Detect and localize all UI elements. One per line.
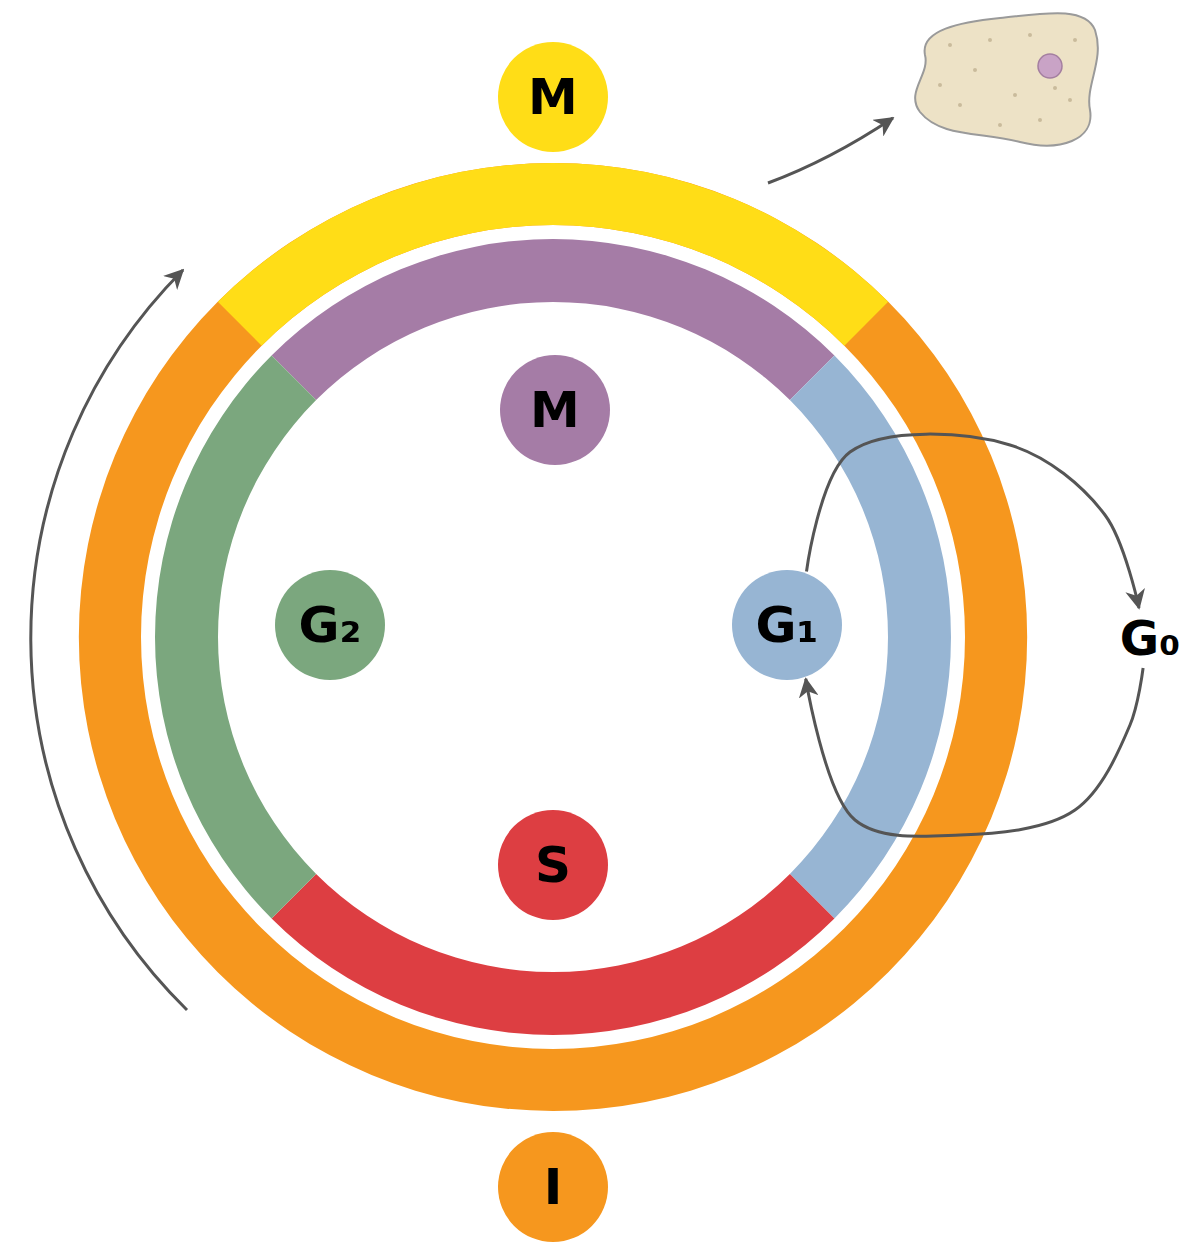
interphase-band [79, 163, 1027, 1111]
transition-arrow [807, 434, 1140, 608]
phase-name: G₀ [1120, 614, 1180, 662]
phase-rings [79, 163, 1027, 1111]
phase-name: M [528, 72, 578, 122]
phase-circle: M [500, 355, 610, 465]
phase-name: I [544, 1162, 563, 1212]
phase-circle: G₁ [732, 570, 842, 680]
transition-arrow [806, 668, 1143, 836]
cell-granules [938, 33, 1077, 127]
phase-name: G₂ [299, 600, 362, 650]
cell-outline [915, 13, 1098, 145]
phase-circle: G₂ [275, 570, 385, 680]
phase-circle: S [498, 810, 608, 920]
phase-circle: I [498, 1132, 608, 1242]
phase-circle: M [498, 42, 608, 152]
g0-label: G₀ [1116, 610, 1184, 666]
phase-name: G₁ [756, 600, 819, 650]
phase-name: S [535, 840, 571, 890]
phase-name: M [530, 385, 580, 435]
daughter-cell [915, 13, 1098, 145]
cell-nucleus [1038, 54, 1062, 78]
division-arrow [768, 118, 893, 183]
cycle-direction-arrow [31, 270, 187, 1010]
